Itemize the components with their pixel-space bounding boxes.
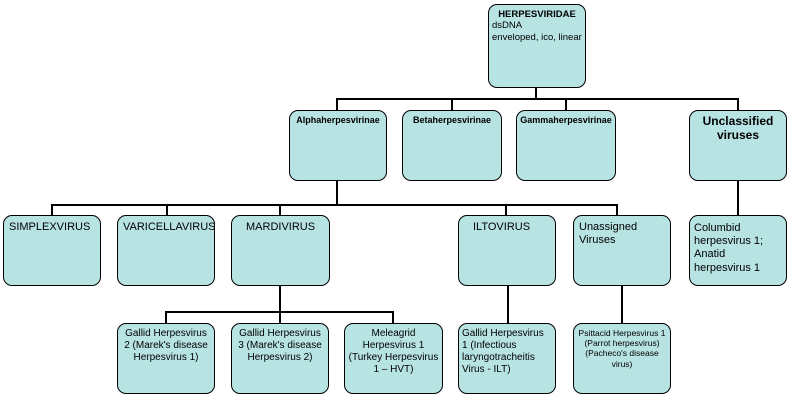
edge-herpesviridae-unclassified-viruses <box>536 98 739 110</box>
node-varicellavirus-label: VARICELLAVIRUS <box>123 221 215 233</box>
node-betaherpesvirinae: Betaherpesvirinae <box>402 110 502 181</box>
node-alphaherpesvirinae: Alphaherpesvirinae <box>289 110 387 181</box>
node-simplexvirus-label: SIMPLEXVIRUS <box>9 221 91 233</box>
node-varicellavirus: VARICELLAVIRUS <box>117 215 215 286</box>
node-herpesviridae-title: HERPESVIRIDAE <box>498 9 576 20</box>
node-gallid-herpesvirus-1-label: Gallid Herpesvirus 1 (Infectious laryngo… <box>462 328 544 375</box>
node-herpesviridae: HERPESVIRIDAE dsDNA enveloped, ico, line… <box>488 4 586 88</box>
node-mardivirus: MARDIVIRUS <box>231 215 330 286</box>
node-iltovirus: ILTOVIRUS <box>458 215 556 286</box>
node-gallid-herpesvirus-2: Gallid Herpesvirus 2 (Marek's disease He… <box>117 323 215 394</box>
node-herpesviridae-genome: dsDNA <box>492 20 523 32</box>
edge-herpesviridae-alphaherpesvirinae <box>336 87 537 110</box>
node-gallid-herpesvirus-3-label: Gallid Herpesvirus 3 (Marek's disease He… <box>238 328 322 363</box>
node-columbid-anatid-label: Columbid herpesvirus 1; Anatid herpesvir… <box>694 222 764 274</box>
node-gallid-herpesvirus-2-label: Gallid Herpesvirus 2 (Marek's disease He… <box>124 328 208 363</box>
edge-alphaherpesvirinae-iltovirus <box>337 204 618 215</box>
node-gallid-herpesvirus-3: Gallid Herpesvirus 3 (Marek's disease He… <box>231 323 329 394</box>
node-unclassified-viruses-label: Unclassified viruses <box>702 114 774 143</box>
node-herpesviridae-structure: enveloped, ico, linear <box>492 31 582 43</box>
node-unassigned-viruses: Unassigned Viruses <box>573 215 671 286</box>
node-mardivirus-label: MARDIVIRUS <box>246 221 316 233</box>
node-gallid-herpesvirus-1: Gallid Herpesvirus 1 (Infectious laryngo… <box>458 323 556 394</box>
node-betaherpesvirinae-label: Betaherpesvirinae <box>412 115 492 125</box>
edge-alphaherpesvirinae-genera <box>51 180 338 215</box>
node-unassigned-viruses-label: Unassigned Viruses <box>579 221 638 247</box>
node-psittacid-herpesvirus-1: Psittacid Herpesvirus 1 (Parrot herpesvi… <box>573 323 671 394</box>
edge-mardivirus-meleagrid <box>280 311 394 323</box>
edge-mardivirus-species <box>165 285 281 323</box>
node-meleagrid-herpesvirus-1: Meleagrid Herpesvirus 1 (Turkey Herpesvi… <box>344 323 443 394</box>
node-meleagrid-herpesvirus-1-label: Meleagrid Herpesvirus 1 (Turkey Herpesvi… <box>348 328 439 375</box>
node-unclassified-viruses: Unclassified viruses <box>689 110 787 181</box>
node-alphaherpesvirinae-label: Alphaherpesvirinae <box>296 115 380 125</box>
node-gammaherpesvirinae: Gammaherpesvirinae <box>516 110 616 181</box>
node-psittacid-herpesvirus-1-label: Psittacid Herpesvirus 1 (Parrot herpesvi… <box>578 328 666 369</box>
node-gammaherpesvirinae-label: Gammaherpesvirinae <box>520 115 612 125</box>
connectors <box>51 87 739 323</box>
node-columbid-anatid: Columbid herpesvirus 1; Anatid herpesvir… <box>689 215 787 286</box>
node-iltovirus-label: ILTOVIRUS <box>473 221 531 233</box>
node-simplexvirus: SIMPLEXVIRUS <box>3 215 101 286</box>
